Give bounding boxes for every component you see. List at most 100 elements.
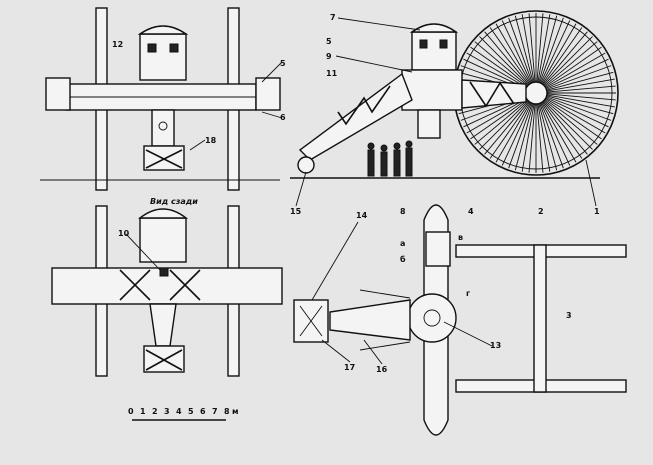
wheel-spoke — [546, 96, 612, 121]
wheel-spoke — [538, 103, 558, 171]
wheel-spoke — [521, 103, 535, 172]
wheel-spoke — [546, 78, 615, 92]
callout-5: 5 — [326, 37, 332, 46]
wheel-spoke — [484, 101, 530, 155]
front-view: 12 18 — [40, 7, 281, 191]
plan-hopper — [293, 299, 329, 343]
plan-crossbeam — [533, 244, 547, 393]
wheel-spoke — [540, 20, 571, 84]
wheel-spoke — [544, 98, 602, 140]
wheel-spoke — [542, 101, 588, 155]
wheel-spoke — [546, 94, 615, 108]
side-view: 7 5 9 11 15 8 4 1 5 6 — [261, 10, 619, 216]
wheel-spoke — [536, 103, 544, 173]
wheel-spoke — [474, 99, 528, 145]
rear-view: 10 — [51, 205, 283, 377]
wheel-spoke — [536, 13, 544, 83]
scale-bar: 0 1 2 3 4 5 6 7 8 м — [128, 407, 239, 421]
wheel-spoke — [544, 41, 598, 87]
mast — [151, 109, 175, 147]
plan-view: 14 2 3 13 17 16 а б в г — [293, 204, 627, 436]
scale-tick-5: 5 — [188, 407, 194, 416]
wheel-spoke — [470, 98, 528, 140]
right-trolley — [255, 77, 281, 111]
wheel-spoke — [528, 103, 536, 173]
side-body — [401, 69, 463, 111]
wheel-spoke — [501, 20, 532, 84]
wheel-spoke — [543, 100, 593, 150]
plan-discharge-boom — [329, 299, 411, 341]
wheel-spoke — [543, 36, 593, 86]
callout-16: 16 — [376, 365, 388, 374]
callout-15: 15 — [290, 207, 302, 216]
left-trolley — [45, 77, 71, 111]
wheel-spoke — [539, 103, 564, 169]
callout-17: 17 — [344, 363, 355, 372]
rear-mast — [149, 303, 177, 347]
wheel-spoke — [479, 36, 529, 86]
wheel-spoke — [542, 31, 588, 85]
scale-tick-4: 4 — [176, 407, 182, 416]
wheel-spoke — [544, 46, 602, 88]
wheel-spoke — [541, 101, 583, 159]
mark-a: а — [400, 239, 405, 248]
plan-turntable — [407, 293, 457, 343]
callout-9: 9 — [326, 52, 332, 61]
wheel-spoke — [537, 14, 551, 83]
plan-cabin — [425, 231, 451, 267]
wheel-spoke — [545, 97, 609, 128]
mark-v: в — [458, 233, 463, 242]
mark-b: б — [400, 254, 406, 264]
wheel-spoke — [489, 101, 531, 159]
wheel-spoke — [508, 17, 533, 83]
wheel-spoke — [539, 17, 564, 83]
callout-11: 11 — [326, 69, 338, 78]
scale-tick-8: 8 — [224, 407, 230, 416]
callout-12: 12 — [112, 40, 123, 49]
scale-tick-7: 7 — [212, 407, 218, 416]
wheel-spoke — [514, 15, 534, 83]
mark-g: г — [466, 289, 470, 298]
callout-13: 13 — [490, 341, 501, 350]
wheel-spoke — [495, 102, 531, 163]
wheel-spoke — [501, 102, 532, 166]
callout-14: 14 — [356, 211, 368, 220]
view-caption: Вид сзади — [150, 197, 198, 206]
callout-5-left: 5 — [280, 59, 286, 68]
wheel-spoke — [540, 102, 571, 166]
scale-tick-2: 2 — [152, 407, 158, 416]
wheel-spoke — [545, 52, 606, 88]
wheel-spoke — [537, 103, 551, 172]
wheel-spoke — [546, 71, 614, 91]
callout-8: 8 — [400, 207, 406, 216]
callout-1: 1 — [594, 207, 600, 216]
rear-cabin-roof — [137, 208, 189, 219]
wheel-spoke — [538, 15, 558, 83]
wheel-spoke — [479, 100, 529, 150]
callout-4: 4 — [468, 207, 474, 216]
wheel-hub — [524, 81, 548, 105]
wheel-spoke — [521, 14, 535, 83]
wheel-spoke — [466, 98, 527, 134]
wheel-spoke — [546, 95, 614, 115]
wheel-spoke — [489, 27, 531, 85]
scale-tick-6: 6 — [200, 407, 206, 416]
wheel-spoke — [541, 102, 577, 163]
callout-18-top: 18 — [205, 136, 217, 145]
wheel-spoke — [528, 13, 536, 83]
wheel-spoke — [545, 58, 609, 89]
cabin-roof — [137, 25, 189, 35]
wheel-spoke — [541, 23, 577, 84]
wheel-spoke — [546, 65, 612, 90]
rear-cabin — [139, 217, 187, 263]
wheel-spoke — [474, 41, 528, 87]
side-mast — [417, 109, 441, 139]
scale-unit: м — [232, 407, 239, 416]
wheel-spoke — [495, 23, 531, 84]
wheel-spoke — [508, 103, 533, 169]
scale-tick-0: 0 — [128, 407, 134, 416]
operator-cabin — [139, 33, 187, 81]
wheel-spoke — [541, 27, 583, 85]
tail-pulley — [297, 156, 315, 174]
wheel-spoke — [546, 85, 616, 93]
